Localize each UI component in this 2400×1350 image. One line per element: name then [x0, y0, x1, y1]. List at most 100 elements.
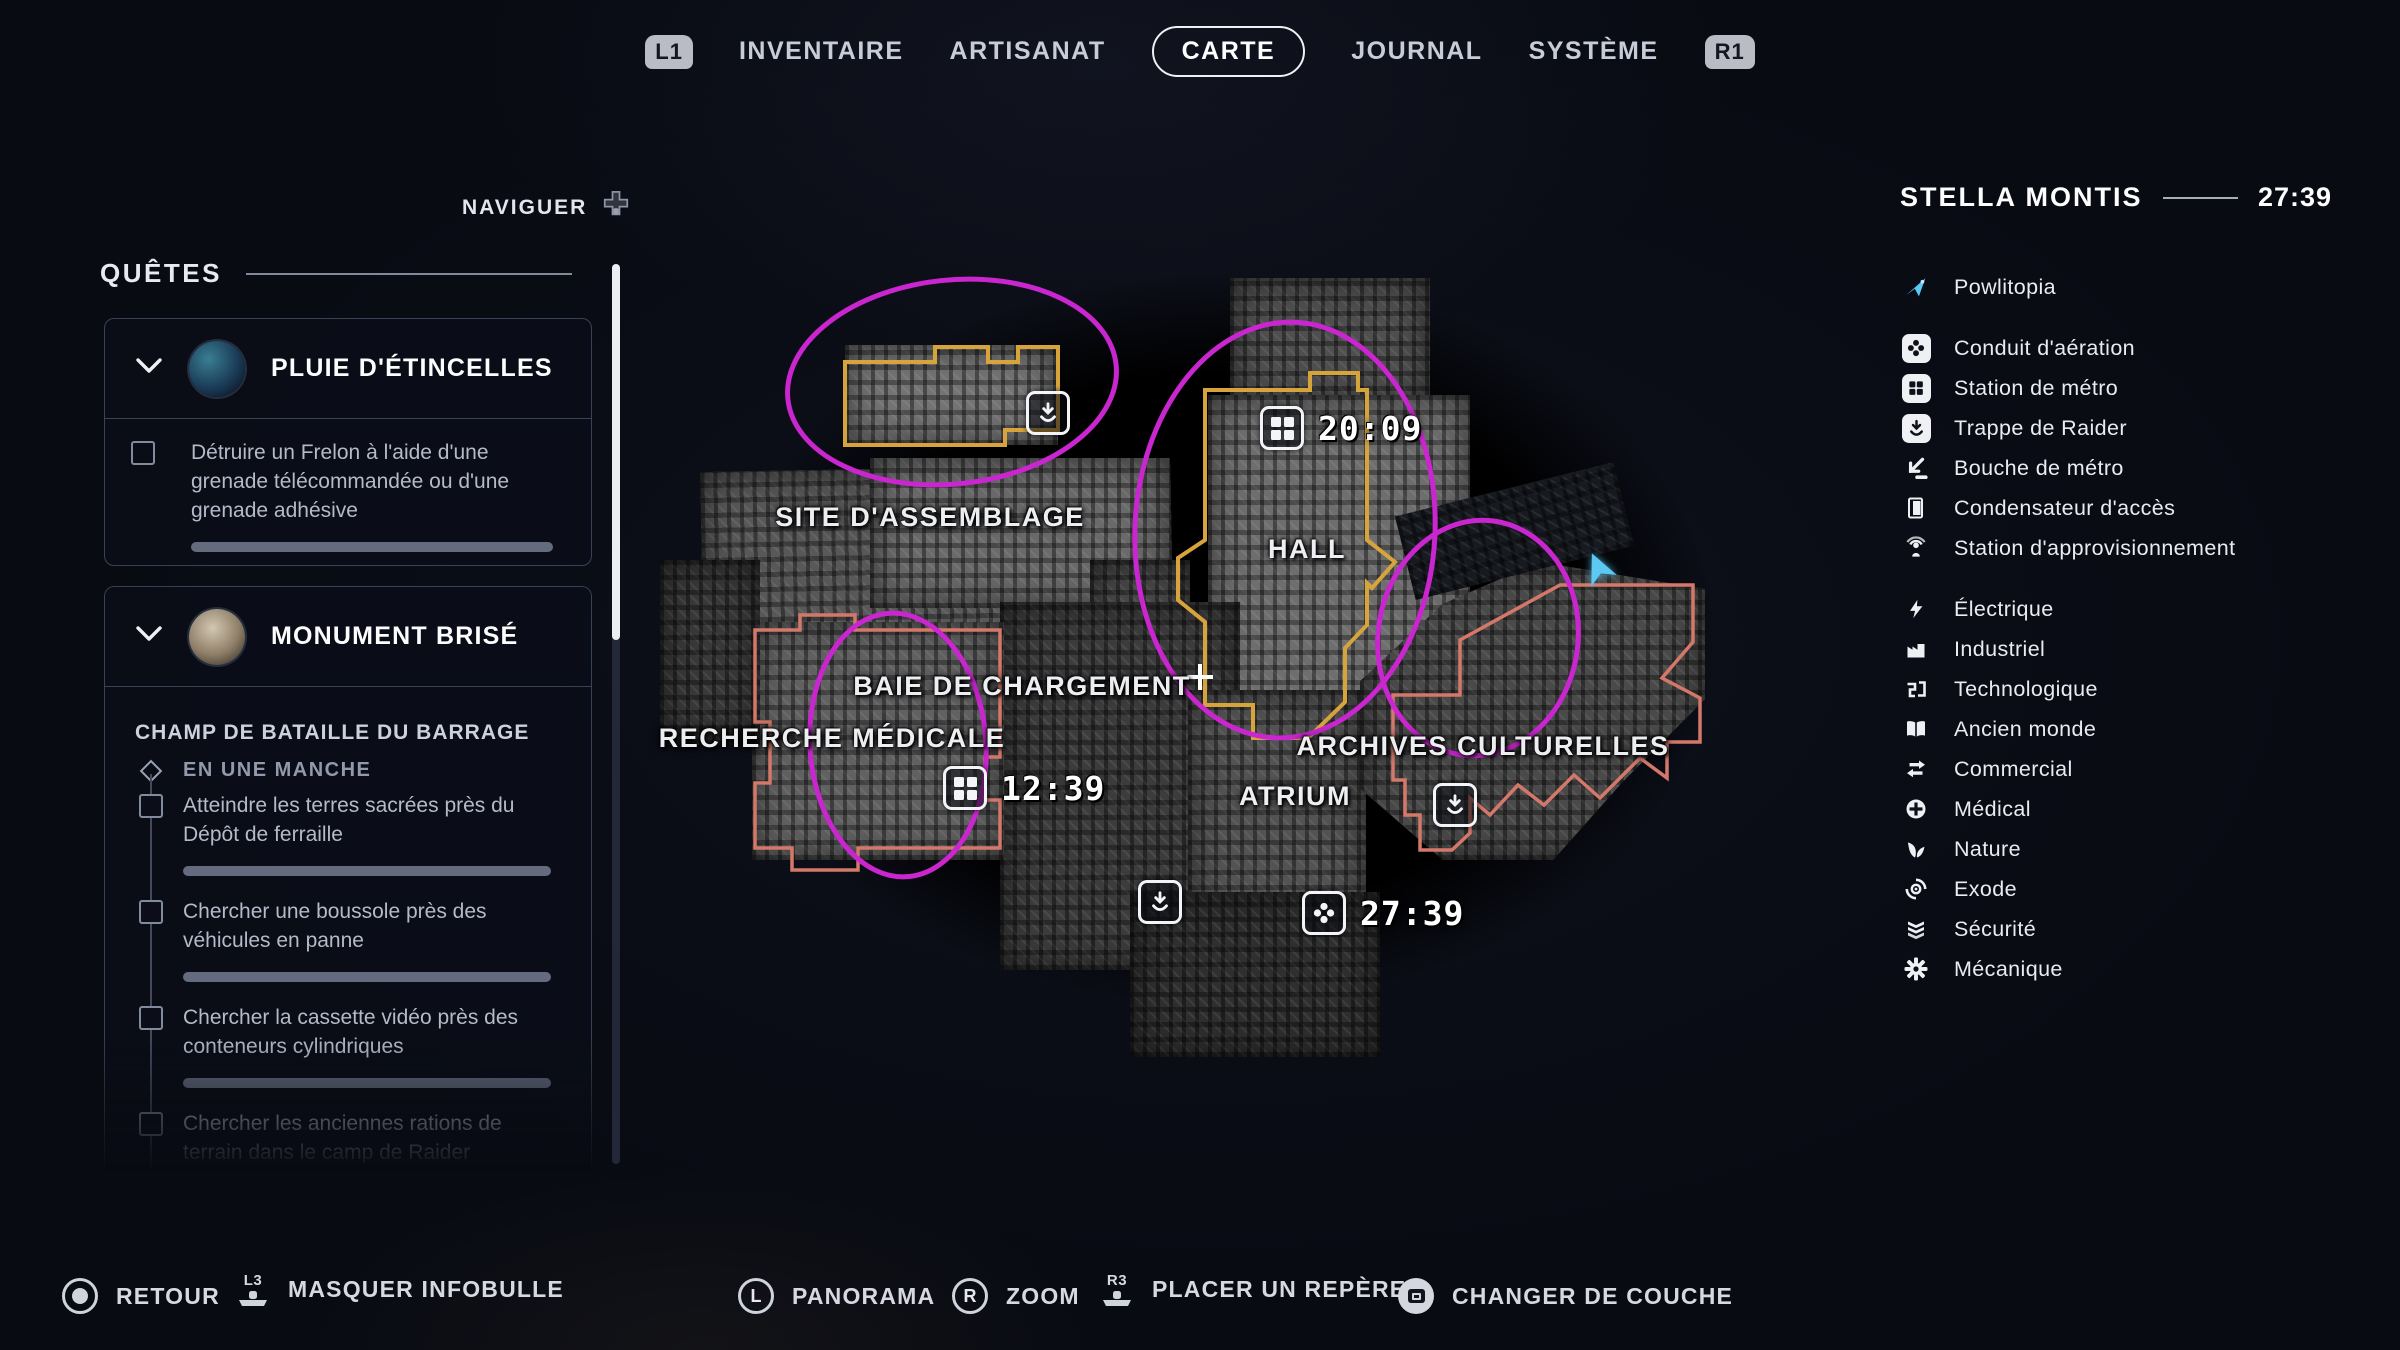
objective-checkbox[interactable] — [131, 441, 155, 465]
objective-checkbox[interactable] — [139, 1111, 163, 1136]
legend-item-securite: Sécurité — [1900, 909, 2332, 949]
quest-title: PLUIE D'ÉTINCELLES — [271, 354, 553, 382]
objective-row-truncated — [131, 1215, 565, 1242]
objective-checkbox[interactable] — [139, 899, 163, 924]
legend-item-ancien-monde: Ancien monde — [1900, 709, 2332, 749]
raider-hatch-icon — [1138, 880, 1182, 924]
supply-station-icon — [1900, 535, 1932, 561]
old-world-icon — [1900, 717, 1932, 741]
map-legend-panel: STELLA MONTIS 27:39 Powlitopia Conduit d… — [1900, 182, 2332, 989]
quest-area-title: CHAMP DE BATAILLE DU BARRAGE — [135, 721, 530, 744]
quest-avatar — [189, 608, 245, 665]
objective-progress-bar — [183, 865, 551, 876]
top-nav: L1 INVENTAIRE ARTISANAT CARTE JOURNAL SY… — [0, 26, 2400, 77]
map-marker-metro[interactable]: 20:09 — [1260, 406, 1422, 450]
marker-time: 20:09 — [1318, 408, 1423, 448]
l-button-icon: L — [738, 1278, 774, 1314]
quest-title: MONUMENT BRISÉ — [271, 622, 519, 650]
legend-item-electrique: Électrique — [1900, 589, 2332, 629]
tab-journal[interactable]: JOURNAL — [1351, 37, 1483, 65]
tab-inventaire[interactable]: INVENTAIRE — [738, 37, 904, 65]
legend-item-medical: Médical — [1900, 789, 2332, 829]
raider-hatch-icon — [1433, 783, 1477, 827]
medical-icon — [1900, 797, 1932, 821]
legend-item-condensateur: Condensateur d'accès — [1900, 488, 2332, 528]
metro-entrance-icon — [1900, 455, 1932, 481]
map-label-site-assemblage: SITE D'ASSEMBLAGE — [775, 502, 1085, 532]
legend-item-industriel: Industriel — [1900, 629, 2332, 669]
legend-item-bouche-metro: Bouche de métro — [1900, 448, 2332, 488]
r-button-icon: R — [952, 1278, 988, 1314]
objective-checkbox[interactable] — [139, 1005, 163, 1030]
legend-header: STELLA MONTIS 27:39 — [1900, 182, 2332, 213]
map-label-recherche-medicale: RECHERCHE MÉDICALE — [658, 723, 1006, 753]
legend-item-commercial: Commercial — [1900, 749, 2332, 789]
quests-title: QUÊTES — [100, 258, 222, 288]
map-buildings — [1230, 278, 1430, 406]
quest-card-pluie-detincelles: PLUIE D'ÉTINCELLES Détruire un Frelon à … — [104, 318, 592, 566]
legend-item-nature: Nature — [1900, 829, 2332, 869]
tab-artisanat[interactable]: ARTISANAT — [949, 37, 1106, 65]
objective-row: Chercher les anciennes rations de terrai… — [131, 1110, 565, 1194]
circle-button-icon — [62, 1278, 98, 1314]
action-placer-repere[interactable]: R3 PLACER UN REPÈRE — [1100, 1272, 1406, 1307]
action-changer-couche[interactable]: CHANGER DE COUCHE — [1398, 1278, 1733, 1314]
tab-systeme[interactable]: SYSTÈME — [1528, 37, 1659, 65]
objective-row: Chercher une boussole près des véhicules… — [131, 898, 565, 982]
l3-stick-icon: L3 — [236, 1272, 270, 1307]
action-retour[interactable]: RETOUR — [62, 1278, 220, 1314]
tab-carte[interactable]: CARTE — [1151, 26, 1306, 77]
objective-text: Détruire un Frelon à l'aide d'une grenad… — [191, 441, 510, 522]
chevron-down-icon — [135, 625, 163, 648]
map-label-hall: HALL — [1268, 534, 1346, 564]
quest-card-monument-brise: MONUMENT BRISÉ CHAMP DE BATAILLE DU BARR… — [104, 586, 592, 1242]
legend-item-mecanique: Mécanique — [1900, 949, 2332, 989]
objective-progress-bar — [191, 541, 553, 552]
legend-item-station-metro: Station de métro — [1900, 368, 2332, 408]
map-marker-raider-hatch[interactable] — [1138, 880, 1182, 924]
location-title: STELLA MONTIS — [1900, 182, 2143, 212]
metro-station-icon — [1260, 406, 1304, 450]
left-bumper-badge[interactable]: L1 — [645, 34, 693, 69]
security-icon — [1900, 917, 1932, 941]
objective-text: Atteindre les terres sacrées près du Dép… — [183, 794, 515, 846]
milestone-label: EN UNE MANCHE — [183, 759, 372, 781]
objective-row: Atteindre les terres sacrées près du Dép… — [131, 792, 565, 876]
location-time: 27:39 — [2257, 182, 2332, 212]
vent-fan-icon — [1302, 891, 1346, 935]
technological-icon — [1900, 677, 1932, 701]
objective-connector-line — [150, 774, 152, 1230]
legend-item-powlitopia: Powlitopia — [1900, 267, 2332, 307]
marker-time: 27:39 — [1360, 893, 1465, 933]
quest-header[interactable]: PLUIE D'ÉTINCELLES — [105, 319, 591, 419]
mechanical-icon — [1900, 957, 1932, 981]
metro-station-icon — [943, 766, 987, 810]
objective-checkbox[interactable] — [139, 1217, 163, 1242]
map-label-archives-culturelles: ARCHIVES CULTURELLES — [1296, 731, 1670, 761]
exodus-icon — [1900, 877, 1932, 901]
action-panorama[interactable]: L PANORAMA — [738, 1278, 935, 1314]
objective-progress-bar — [183, 1183, 551, 1194]
map-marker-metro[interactable]: 12:39 — [943, 766, 1105, 810]
map-marker-raider-hatch[interactable] — [1026, 391, 1070, 435]
legend-list: Powlitopia Conduit d'aération Station de… — [1900, 267, 2332, 989]
quest-header[interactable]: MONUMENT BRISÉ — [105, 587, 591, 687]
chevron-down-icon — [135, 357, 163, 380]
action-zoom[interactable]: R ZOOM — [952, 1278, 1080, 1314]
objective-text: Chercher une boussole près des véhicules… — [183, 899, 487, 952]
action-masquer-infobulle[interactable]: L3 MASQUER INFOBULLE — [236, 1272, 564, 1307]
header-rule — [245, 272, 572, 275]
map-canvas[interactable]: SITE D'ASSEMBLAGE HALL BAIE DE CHARGEMEN… — [600, 180, 1840, 1100]
touchpad-button-icon — [1398, 1278, 1434, 1314]
objective-checkbox[interactable] — [139, 794, 163, 818]
objective-text: Chercher les anciennes rations de terrai… — [183, 1111, 502, 1164]
objective-text: Chercher la cassette vidéo près des cont… — [183, 1005, 519, 1058]
header-rule — [2162, 196, 2238, 199]
raider-hatch-icon — [1900, 413, 1932, 443]
map-marker-vent[interactable]: 27:39 — [1302, 891, 1464, 935]
right-bumper-badge[interactable]: R1 — [1704, 34, 1755, 69]
quest-avatar — [189, 340, 245, 397]
map-marker-raider-hatch[interactable] — [1433, 783, 1477, 827]
map-buildings — [660, 560, 760, 745]
